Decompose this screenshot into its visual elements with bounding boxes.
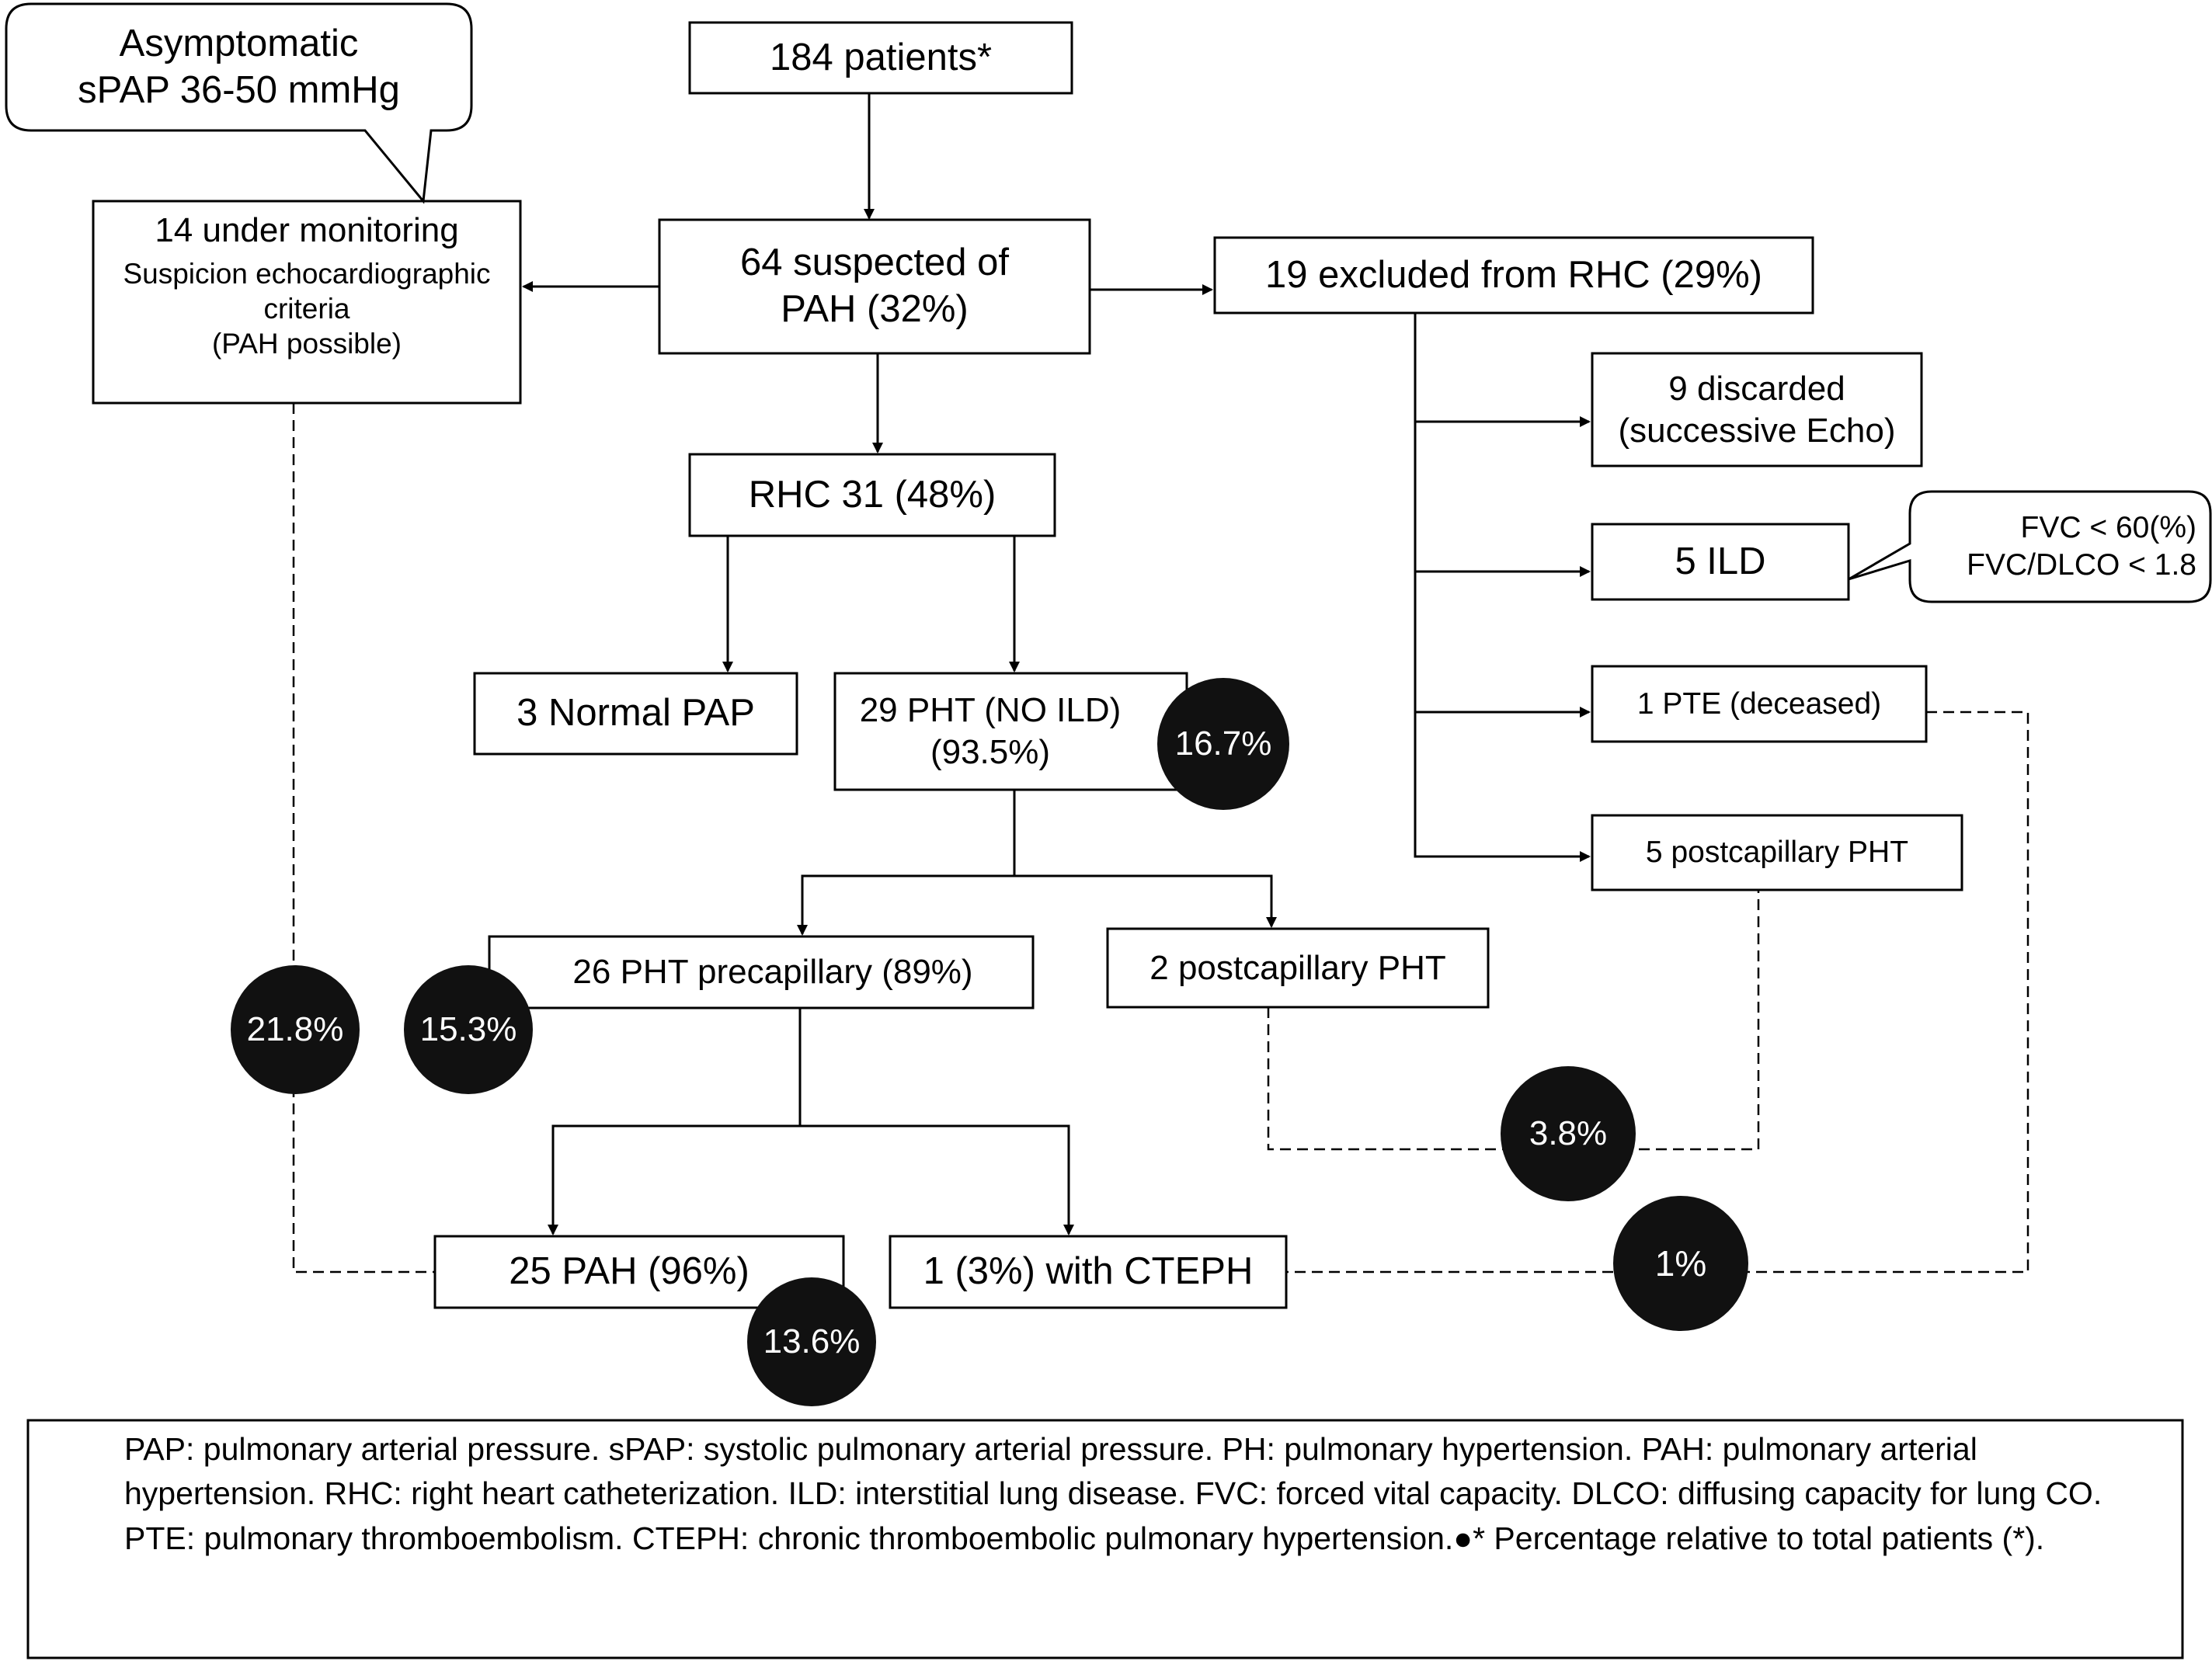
box-precapillary xyxy=(488,935,1035,1009)
box-postcap-rhc xyxy=(1106,927,1490,1009)
arrow-pht-precap xyxy=(797,790,1016,936)
dashed-monitoring-pah xyxy=(292,403,435,1274)
badge-postcap-pct xyxy=(1501,1066,1636,1201)
arrow-precap-pah xyxy=(548,1008,802,1235)
arrow-pht-postcap xyxy=(1014,874,1277,928)
badge-cteph-pct xyxy=(1613,1196,1748,1331)
box-rhc xyxy=(688,453,1056,537)
box-suspected xyxy=(658,218,1091,355)
box-ild xyxy=(1591,523,1850,601)
box-pht xyxy=(833,672,1188,791)
box-cteph xyxy=(889,1235,1288,1309)
box-pte xyxy=(1591,665,1928,743)
box-discarded xyxy=(1591,352,1923,467)
box-excluded xyxy=(1213,236,1814,314)
legend-text: PAP: pulmonary arterial pressure. sPAP: … xyxy=(124,1431,2102,1556)
arrow-excluded-postcap xyxy=(1414,313,1591,862)
badge-monitor-pct xyxy=(231,965,360,1094)
bubble-asymptomatic xyxy=(5,2,473,204)
box-total xyxy=(688,21,1073,95)
badge-precap-pct xyxy=(404,965,533,1094)
badge-pht-pct xyxy=(1157,678,1289,810)
box-postcap-excluded xyxy=(1591,814,1963,891)
arrow-precap-cteph xyxy=(800,1124,1074,1235)
bubble-ild-note xyxy=(1848,490,2212,603)
badge-pah-pct xyxy=(747,1277,876,1406)
dashed-postcap-link xyxy=(1267,890,1760,1151)
box-monitoring xyxy=(92,200,522,405)
legend-box xyxy=(26,1419,2184,1659)
box-normal-pap xyxy=(473,672,798,756)
dashed-pte-cteph xyxy=(1286,711,2029,1274)
